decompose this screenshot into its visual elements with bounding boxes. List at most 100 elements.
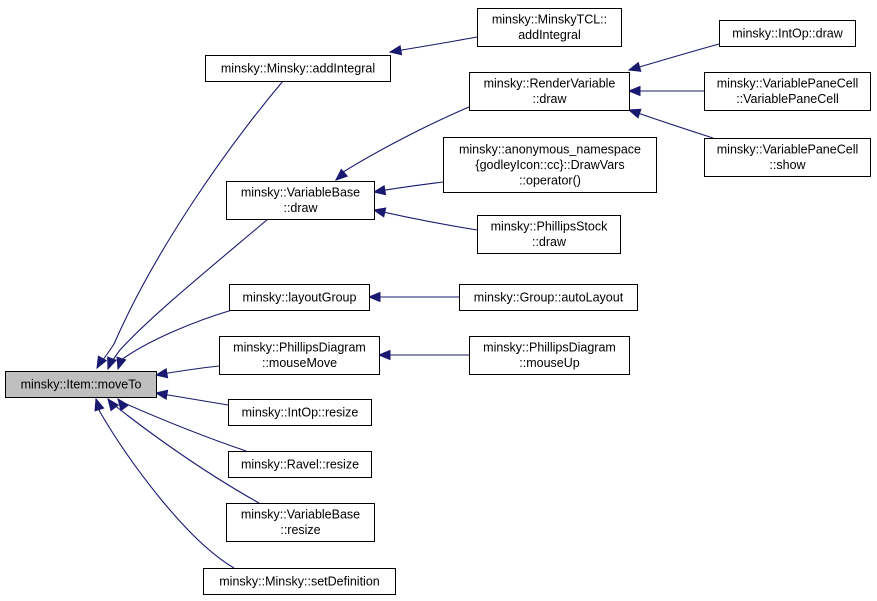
edge-line [389,36,478,53]
node-label: minsky::IntOp::draw [732,26,843,40]
node-label: ::draw [532,92,567,106]
node-box [477,8,622,47]
node-vpcShow[interactable]: minsky::VariablePaneCell::show [704,138,871,177]
edge-varBaseResize-to-root [107,397,260,504]
arrowhead [388,44,403,56]
node-label: minsky::IntOp::resize [242,405,359,419]
node-box [5,371,157,398]
arrowhead [627,108,642,119]
edge-line [95,398,235,569]
node-label: minsky::Ravel::resize [241,457,359,471]
edge-varBaseDraw-to-root [107,218,269,371]
node-vpcCtor[interactable]: minsky::VariablePaneCell::VariablePaneCe… [704,72,871,111]
node-renderVarDraw[interactable]: minsky::RenderVariable::draw [469,72,630,111]
node-label: minsky::Minsky::addIntegral [221,61,375,75]
arrowhead [154,367,169,379]
node-label: minsky::VariablePaneCell [717,143,859,157]
arrowhead [367,291,381,303]
edge-phillipsStockDraw-to-varBaseDraw [372,207,478,231]
edge-layoutGroup-to-root [116,309,233,371]
arrowhead [94,397,105,412]
node-label: ::resize [280,523,320,537]
node-label: minsky::PhillipsStock [491,220,608,234]
node-box [205,55,391,82]
node-drawVars[interactable]: minsky::anonymous_namespace{godleyIcon::… [443,137,657,193]
node-intOpDraw[interactable]: minsky::IntOp::draw [719,20,856,47]
node-box [719,20,856,47]
edge-tclAddIntegral-to-addIntegral [388,36,478,56]
node-layoutGroup[interactable]: minsky::layoutGroup [229,284,370,311]
node-label: minsky::layoutGroup [243,290,357,304]
arrowhead [627,85,641,97]
edge-line [117,309,233,370]
node-box [219,336,380,375]
node-intOpResize[interactable]: minsky::IntOp::resize [228,399,372,426]
node-label: minsky::PhillipsDiagram [483,341,616,355]
node-varBaseResize[interactable]: minsky::VariableBase::resize [226,503,375,542]
node-box [704,138,871,177]
edge-setDefinition-to-root [94,397,235,569]
node-ravelResize[interactable]: minsky::Ravel::resize [228,451,372,478]
node-box [443,137,657,193]
node-box [228,399,372,426]
node-label: minsky::VariableBase [241,186,360,200]
arrowhead [372,207,387,218]
node-varBaseDraw[interactable]: minsky::VariableBase::draw [226,181,375,220]
node-label: minsky::RenderVariable [484,77,616,91]
node-label: minsky::Minsky::setDefinition [219,574,380,588]
edge-line [117,398,247,452]
node-addIntegral[interactable]: minsky::Minsky::addIntegral [205,55,391,82]
node-box [704,72,871,111]
edge-line [628,109,714,139]
arrowhead [116,356,127,371]
node-label: ::mouseMove [262,356,337,370]
node-autoLayout[interactable]: minsky::Group::autoLayout [459,284,638,311]
node-box [469,336,630,375]
edge-line [96,80,284,369]
node-box [228,451,372,478]
node-label: minsky::PhillipsDiagram [233,341,366,355]
arrowhead [96,355,108,370]
edge-intOpDraw-to-renderVarDraw [627,43,720,72]
node-box [226,181,375,220]
node-label: {godleyIcon::cc}::DrawVars [475,158,624,172]
node-box [229,284,370,311]
node-label: minsky::Item::moveTo [21,377,142,391]
arrowhead [627,61,642,72]
graph-edges [94,36,720,569]
edge-intOpResize-to-root [154,389,229,406]
node-label: ::show [769,158,806,172]
arrowhead [107,397,120,412]
node-box [459,284,638,311]
node-label: ::operator() [519,173,581,187]
arrowhead [335,168,349,181]
edge-addIntegral-to-root [96,80,284,370]
arrowhead [154,389,169,401]
node-pdMouseUp[interactable]: minsky::PhillipsDiagram::mouseUp [469,336,630,375]
arrowhead [107,356,117,371]
node-label: minsky::VariableBase [241,508,360,522]
node-label: ::VariablePaneCell [736,92,839,106]
node-pdMouseMove[interactable]: minsky::PhillipsDiagram::mouseMove [219,336,380,375]
node-tclAddIntegral[interactable]: minsky::MinskyTCL::addIntegral [477,8,622,47]
node-box [469,72,630,111]
node-label: minsky::Group::autoLayout [474,290,624,304]
edge-renderVarDraw-to-varBaseDraw [335,106,470,181]
node-label: minsky::anonymous_namespace [459,142,641,156]
node-label: ::draw [532,235,567,249]
node-label: minsky::VariablePaneCell [717,77,859,91]
node-label: addIntegral [518,28,581,42]
node-setDefinition[interactable]: minsky::Minsky::setDefinition [203,568,396,595]
edge-vpcCtor-to-renderVarDraw [627,85,704,97]
edge-pdMouseMove-to-root [154,365,220,379]
edge-line [373,209,478,231]
node-box [477,215,621,254]
edge-pdMouseUp-to-pdMouseMove [377,349,469,361]
arrowhead [377,349,391,361]
node-label: ::mouseUp [519,356,579,370]
edge-vpcShow-to-renderVarDraw [627,108,714,139]
arrowhead [117,397,130,412]
edge-line [628,43,720,71]
edge-autoLayout-to-layoutGroup [367,291,459,303]
node-phillipsStockDraw[interactable]: minsky::PhillipsStock::draw [477,215,621,254]
